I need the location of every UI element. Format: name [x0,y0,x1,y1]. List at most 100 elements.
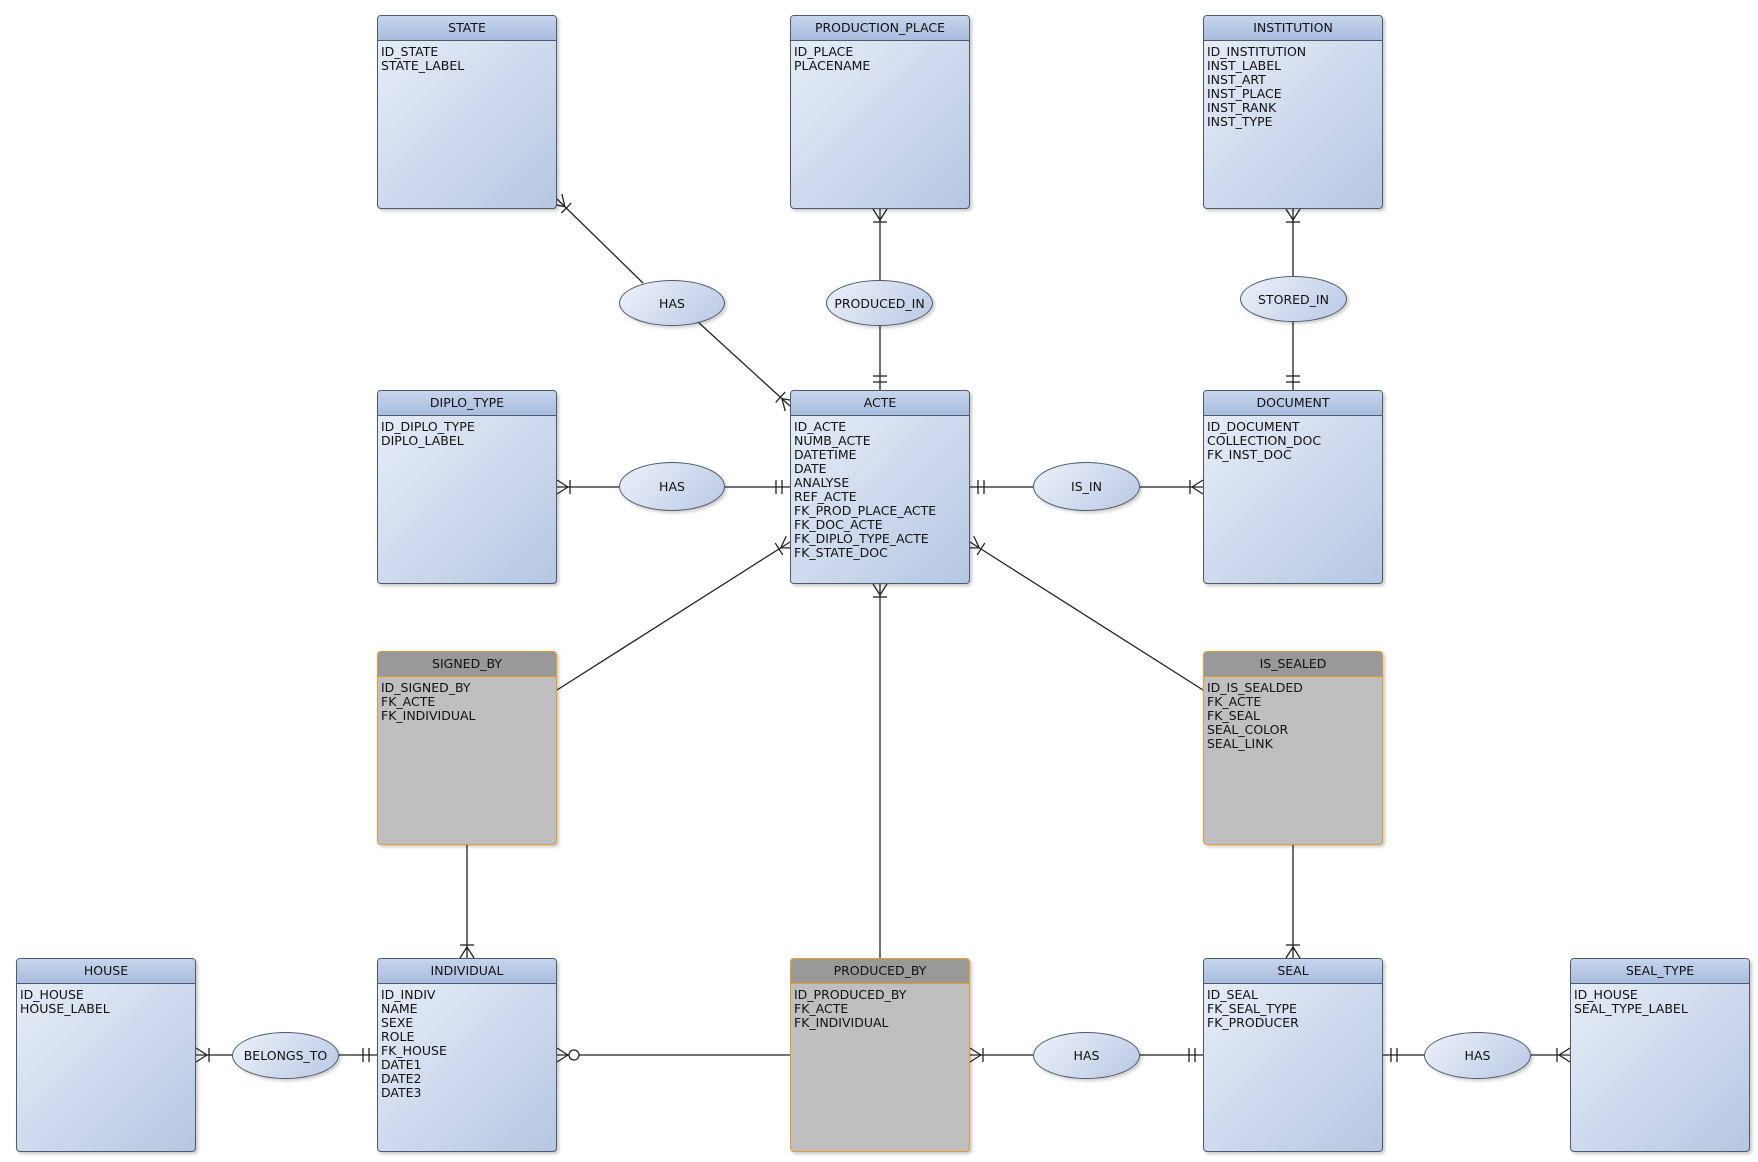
crow-foot-mark [973,535,980,549]
attribute-item: REF_ACTE [794,489,857,504]
attribute-item: INST_PLACE [1207,86,1282,101]
attribute-item: ID_PLACE [794,44,854,59]
attribute-item: PLACENAME [794,58,871,73]
crow-foot-mark [879,583,888,596]
crow-foot-mark [1191,479,1204,488]
crow-foot-mark [556,486,569,495]
connector-line [697,321,791,407]
attribute-item: HOUSE_LABEL [20,1001,110,1016]
one-bar-mark [976,542,986,556]
crow-foot-mark [780,535,787,549]
entity-title: IS_SEALED [1204,652,1382,677]
crow-foot-mark [1285,946,1294,959]
relationship-produced-in[interactable]: PRODUCED_IN [826,280,933,326]
attribute-item: ID_STATE [381,44,439,59]
entity-title: ACTE [791,391,969,416]
attribute-item: FK_SEAL_TYPE [1207,1001,1297,1016]
entity-title: SIGNED_BY [378,652,556,677]
attribute-item: FK_ACTE [794,1001,849,1016]
one-bar-mark [560,202,572,214]
relationship-is-in[interactable]: IS_IN [1033,462,1140,511]
attribute-item: SEAL_TYPE_LABEL [1574,1001,1688,1016]
crow-foot-mark [969,1054,982,1063]
attribute-item: FK_PRODUCER [1207,1015,1299,1030]
one-bar-mark [774,542,784,556]
attribute-item: STATE_LABEL [381,58,465,73]
crow-foot-mark [556,479,569,488]
attribute-item: INST_RANK [1207,100,1277,115]
attribute-item: COLLECTION_DOC [1207,433,1322,448]
relationship-stored-in[interactable]: STORED_IN [1240,276,1347,322]
attribute-item: FK_SEAL [1207,708,1260,723]
connector-line [969,541,1204,691]
attribute-item: DATE2 [381,1071,422,1086]
entity-title: HOUSE [17,959,195,984]
attribute-item: FK_HOUSE [381,1043,447,1058]
crow-foot-mark [1292,946,1301,959]
entity-title: SEAL_TYPE [1571,959,1749,984]
crow-foot-mark [872,583,881,596]
attribute-item: ID_IS_SEALDED [1207,680,1303,695]
attribute-item: ID_HOUSE [20,987,84,1002]
attribute-item: ID_SIGNED_BY [381,680,471,695]
attribute-item: DATE3 [381,1085,422,1100]
attribute-item: ID_INDIV [381,987,436,1002]
crow-foot-mark [556,1054,569,1063]
attribute-item: FK_STATE_DOC [794,545,888,560]
zero-circle-mark [568,1049,580,1061]
relationship-has-seal-type[interactable]: HAS [1424,1032,1531,1079]
attribute-item: SEAL_LINK [1207,736,1273,751]
attribute-item: DATETIME [794,447,857,462]
attribute-item: SEAL_COLOR [1207,722,1289,737]
relationship-has-state[interactable]: HAS [619,280,725,326]
relationship-has-seal[interactable]: HAS [1033,1032,1140,1079]
attribute-item: FK_ACTE [381,694,436,709]
attribute-item: FK_ACTE [1207,694,1262,709]
attribute-item: INST_TYPE [1207,114,1273,129]
connector-line [556,541,791,691]
attribute-item: ID_DIPLO_TYPE [381,419,475,434]
entity-title: PRODUCED_BY [791,959,969,984]
attribute-item: FK_INDIVIDUAL [381,708,476,723]
entity-title: SEAL [1204,959,1382,984]
entity-title: INSTITUTION [1204,16,1382,41]
attribute-item: ID_SEAL [1207,987,1258,1002]
relationship-has-diplo[interactable]: HAS [619,462,725,511]
attribute-item: INST_LABEL [1207,58,1282,73]
attribute-item: DATE [794,461,827,476]
attribute-item: INST_ART [1207,72,1266,87]
attribute-item: DATE1 [381,1057,422,1072]
crow-foot-mark [1558,1054,1571,1063]
crow-foot-mark [781,398,786,412]
crow-foot-mark [1285,208,1294,221]
entity-title: STATE [378,16,556,41]
crow-foot-mark [195,1047,208,1056]
crow-foot-mark [561,193,566,207]
attribute-item: ID_HOUSE [1574,987,1638,1002]
relationship-belongs-to[interactable]: BELONGS_TO [232,1032,339,1079]
